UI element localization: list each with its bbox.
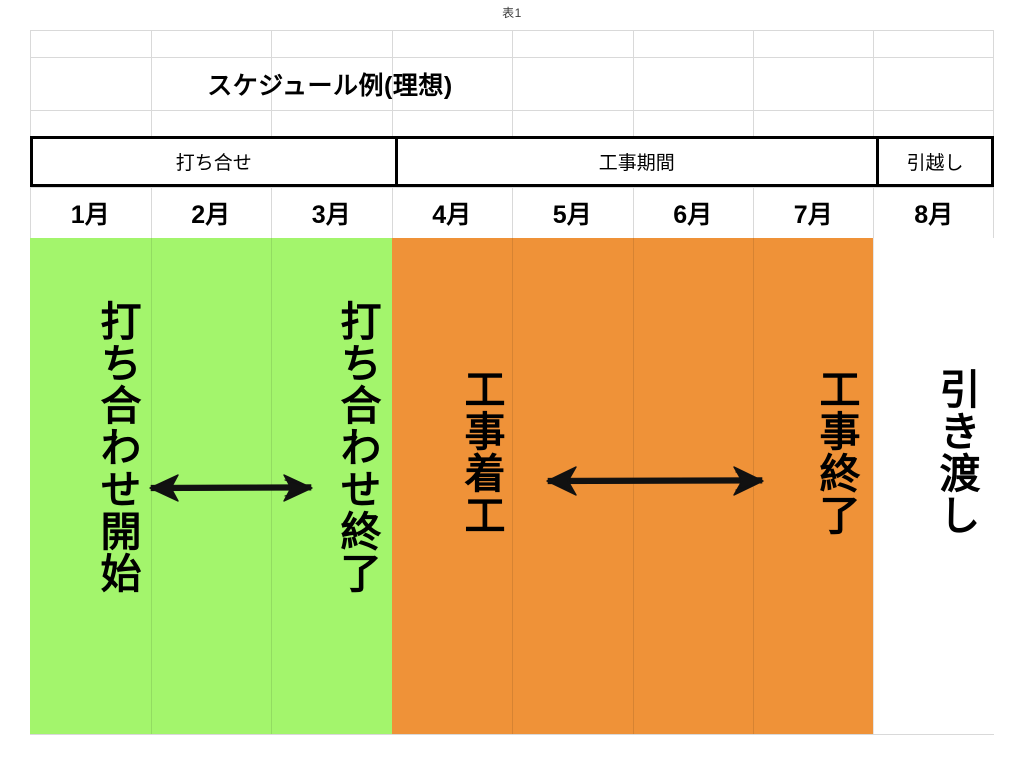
grid-line-v (512, 238, 513, 734)
schedule-table: スケジュール例(理想) 打ち合せ 工事期間 引越し 1月 2月 3月 4月 5月… (30, 30, 994, 735)
phase-header-moving: 引越し (876, 139, 991, 184)
double-arrow-work (546, 466, 764, 496)
milestone-label-work-end: 工事終了 (813, 368, 859, 536)
month-header-row: 1月 2月 3月 4月 5月 6月 7月 8月 (30, 187, 994, 238)
month-cell-3: 3月 (311, 200, 351, 229)
band-work (391, 238, 873, 734)
phase-header-work: 工事期間 (394, 139, 876, 184)
month-cell-4: 4月 (432, 200, 472, 229)
month-cell-8: 8月 (914, 200, 954, 229)
band-handover (873, 238, 994, 734)
table-caption: 表1 (502, 6, 522, 20)
page-title: スケジュール例(理想) (207, 71, 453, 100)
milestone-label-meeting-end: 打ち合わせ終了 (334, 300, 380, 594)
month-cell-2: 2月 (191, 200, 231, 229)
phase-header-row: 打ち合せ 工事期間 引越し (30, 136, 994, 187)
month-cell-5: 5月 (552, 200, 592, 229)
milestone-label-meeting-start: 打ち合わせ開始 (94, 300, 140, 594)
month-cell-7: 7月 (793, 200, 833, 229)
double-arrow-meeting (149, 474, 313, 502)
grid-line-h (30, 734, 994, 735)
phase-header-meeting: 打ち合せ (33, 139, 395, 184)
gantt-area: 打ち合わせ開始 打ち合わせ終了 工事着工 工事終了 引き渡し (30, 238, 994, 734)
milestone-label-handover: 引き渡し (933, 368, 979, 536)
grid-line-v (873, 238, 874, 734)
month-cell-6: 6月 (673, 200, 713, 229)
milestone-label-work-start: 工事着工 (458, 368, 504, 536)
grid-line-v (632, 238, 634, 734)
month-cell-1: 1月 (70, 200, 110, 229)
